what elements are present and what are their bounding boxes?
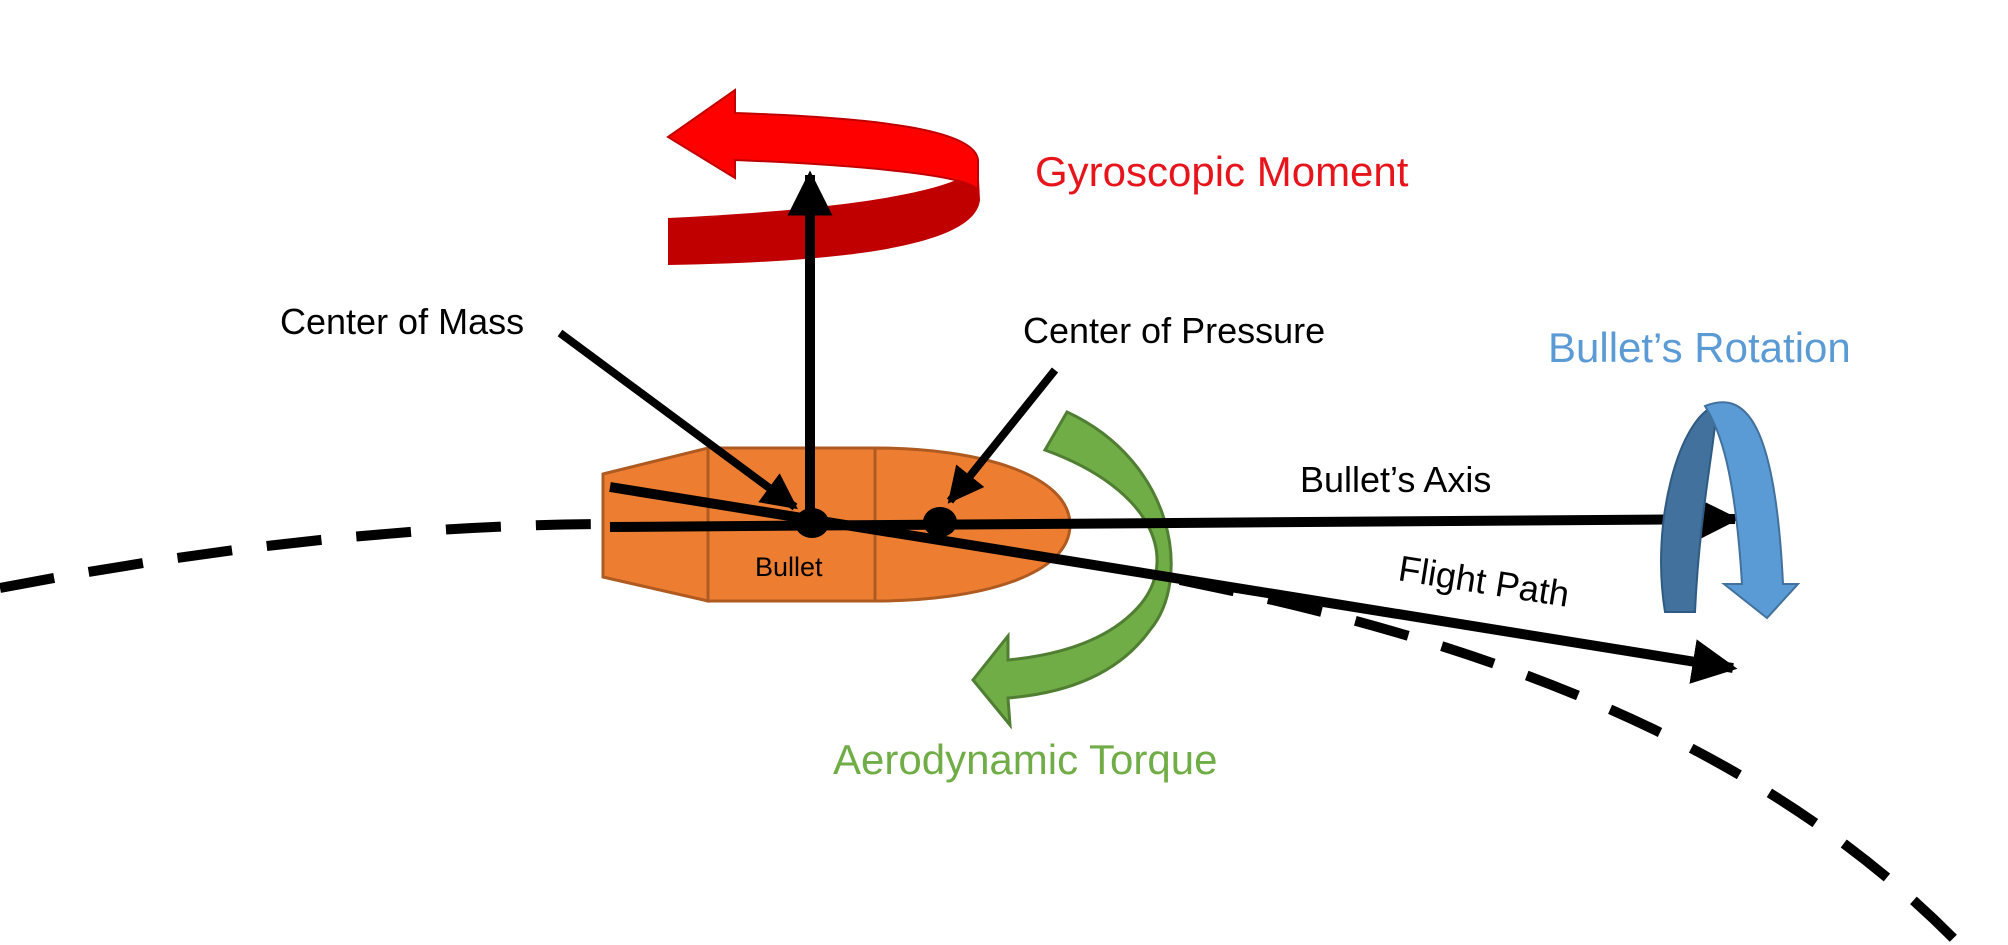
- bullets-rotation-label: Bullet’s Rotation: [1548, 324, 1851, 371]
- center-of-mass-point: [795, 508, 829, 538]
- center-of-pressure-pointer: [946, 367, 1059, 504]
- trajectory-dashed-curve: [0, 519, 1964, 945]
- rotation-arrow-front: [1703, 401, 1801, 620]
- gyroscopic-moment-arrow: [666, 88, 980, 265]
- center-of-mass-label: Center of Mass: [280, 301, 524, 342]
- aerodynamic-torque-arrow: [971, 410, 1173, 730]
- aerodynamic-torque-label: Aerodynamic Torque: [833, 736, 1217, 783]
- bullets-rotation-arrow: [1660, 401, 1801, 620]
- bullets-axis-label: Bullet’s Axis: [1300, 459, 1491, 500]
- center-of-pressure-point: [923, 507, 957, 537]
- flight-path-label: Flight Path: [1396, 547, 1572, 614]
- gyro-swirl-back: [666, 88, 979, 194]
- gyroscopic-moment-label: Gyroscopic Moment: [1035, 148, 1409, 195]
- rotation-arrow-back: [1660, 404, 1717, 613]
- bullet-label: Bullet: [755, 552, 823, 582]
- center-of-mass-pointer: [557, 329, 798, 511]
- center-of-pressure-label: Center of Pressure: [1023, 310, 1325, 351]
